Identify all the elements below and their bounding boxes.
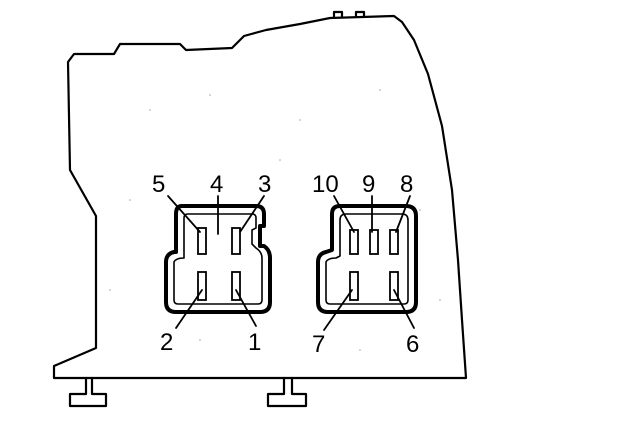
pin-10 [349, 229, 359, 255]
leader-6 [393, 289, 415, 329]
pin-9 [369, 229, 379, 255]
label-pin-1: 1 [248, 329, 261, 356]
foot-left [68, 376, 108, 408]
leader-2 [175, 289, 203, 329]
leader-7 [323, 289, 353, 331]
label-pin-6: 6 [406, 331, 419, 358]
label-pin-4: 4 [210, 171, 223, 198]
pin-1 [231, 271, 241, 301]
pin-8 [389, 229, 399, 255]
label-pin-9: 9 [362, 171, 375, 198]
label-pin-10: 10 [312, 171, 339, 198]
housing-outline [52, 14, 468, 380]
leader-1 [235, 289, 257, 327]
label-pin-2: 2 [160, 329, 173, 356]
leader-10 [333, 195, 355, 233]
pin-labels: 5 4 3 2 1 10 9 8 7 6 [152, 171, 419, 358]
pin-3 [231, 227, 241, 255]
connector-right [316, 204, 418, 314]
top-tab-left [332, 10, 344, 20]
connector-right-inner [325, 213, 409, 305]
pin-6 [389, 271, 399, 301]
label-pin-5: 5 [152, 171, 165, 198]
label-pin-3: 3 [258, 171, 271, 198]
connector-left-inner [173, 213, 263, 305]
leader-5 [167, 195, 201, 233]
label-pin-7: 7 [312, 331, 325, 358]
leader-lines [167, 195, 415, 331]
connector-left-shell [164, 204, 272, 314]
leader-8 [395, 195, 411, 233]
foot-right [266, 376, 308, 408]
pin-2 [197, 271, 207, 301]
leader-3 [239, 195, 265, 233]
label-pin-8: 8 [400, 171, 413, 198]
connector-left [164, 204, 272, 314]
pin-7 [349, 271, 359, 301]
pin-5 [197, 227, 207, 255]
top-tab-right [354, 10, 366, 18]
